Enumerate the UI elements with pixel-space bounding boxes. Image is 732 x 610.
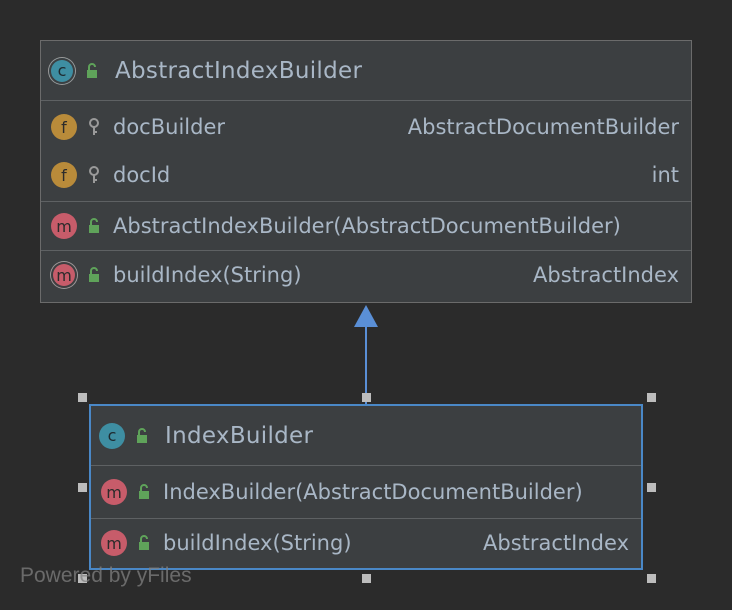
abstract-method-icon: m <box>51 262 77 288</box>
method-name: buildIndex(String) <box>113 263 302 287</box>
public-unlock-icon <box>85 266 103 284</box>
class-header[interactable]: c IndexBuilder <box>91 406 641 466</box>
field-name: docId <box>113 163 171 187</box>
field-row[interactable]: f docId int <box>41 151 691 199</box>
public-unlock-icon <box>135 483 153 501</box>
class-node-indexbuilder[interactable]: c IndexBuilder m IndexBuilder(AbstractDo… <box>89 404 643 570</box>
private-key-icon <box>85 166 103 184</box>
fields-section: f docBuilder AbstractDocumentBuilder f d… <box>41 101 691 202</box>
private-key-icon <box>85 118 103 136</box>
field-name: docBuilder <box>113 115 225 139</box>
class-name: IndexBuilder <box>165 422 314 449</box>
method-icon: m <box>51 213 77 239</box>
field-icon: f <box>51 162 77 188</box>
resize-handle-n[interactable] <box>362 393 371 402</box>
constructor-name: IndexBuilder(AbstractDocumentBuilder) <box>163 480 583 504</box>
resize-handle-se[interactable] <box>647 574 656 583</box>
public-unlock-icon <box>85 217 103 235</box>
field-type: AbstractDocumentBuilder <box>407 115 679 139</box>
method-return-type: AbstractIndex <box>483 531 629 555</box>
class-icon: c <box>99 422 125 449</box>
resize-handle-s[interactable] <box>362 574 371 583</box>
resize-handle-ne[interactable] <box>647 393 656 402</box>
constructor-row[interactable]: m IndexBuilder(AbstractDocumentBuilder) <box>91 468 641 516</box>
field-row[interactable]: f docBuilder AbstractDocumentBuilder <box>41 103 691 151</box>
class-header[interactable]: c AbstractIndexBuilder <box>41 41 691 101</box>
class-name: AbstractIndexBuilder <box>115 57 363 84</box>
yfiles-watermark: Powered by yFiles <box>20 564 192 587</box>
resize-handle-sw[interactable] <box>78 574 87 583</box>
resize-handle-w[interactable] <box>78 483 87 492</box>
resize-handle-nw[interactable] <box>78 393 87 402</box>
field-type: int <box>651 163 679 187</box>
method-row[interactable]: m buildIndex(String) AbstractIndex <box>91 519 641 567</box>
abstract-class-icon: c <box>49 57 75 84</box>
method-name: buildIndex(String) <box>163 531 352 555</box>
public-unlock-icon <box>135 534 153 552</box>
field-icon: f <box>51 114 77 140</box>
methods-section: m buildIndex(String) AbstractIndex <box>41 251 691 299</box>
inheritance-arrowhead-icon <box>354 305 378 327</box>
resize-handle-e[interactable] <box>647 483 656 492</box>
method-return-type: AbstractIndex <box>533 263 679 287</box>
method-icon: m <box>101 530 127 556</box>
public-unlock-icon <box>83 62 101 80</box>
constructors-section: m AbstractIndexBuilder(AbstractDocumentB… <box>41 202 691 251</box>
method-icon: m <box>101 479 127 505</box>
methods-section: m buildIndex(String) AbstractIndex <box>91 519 641 567</box>
constructor-row[interactable]: m AbstractIndexBuilder(AbstractDocumentB… <box>41 202 691 250</box>
method-row[interactable]: m buildIndex(String) AbstractIndex <box>41 251 691 299</box>
public-unlock-icon <box>133 427 151 445</box>
constructors-section: m IndexBuilder(AbstractDocumentBuilder) <box>91 466 641 519</box>
class-node-abstractindexbuilder[interactable]: c AbstractIndexBuilder f docBuilder Abst… <box>40 40 692 303</box>
constructor-name: AbstractIndexBuilder(AbstractDocumentBui… <box>113 214 621 238</box>
